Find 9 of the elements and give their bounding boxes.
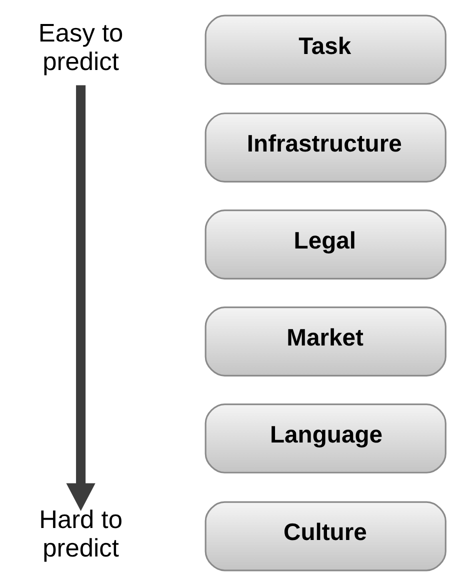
node-box: Infrastructure: [204, 112, 446, 183]
node-box: Market: [204, 306, 446, 376]
node-text: Hard to predict: [39, 506, 122, 563]
node-box: Culture: [204, 501, 446, 572]
node-box: Task: [204, 14, 446, 85]
node-box: Legal: [204, 210, 446, 280]
node-text: Easy to predict: [38, 20, 124, 76]
node-box: Language: [204, 403, 446, 474]
arrow: [66, 85, 96, 511]
